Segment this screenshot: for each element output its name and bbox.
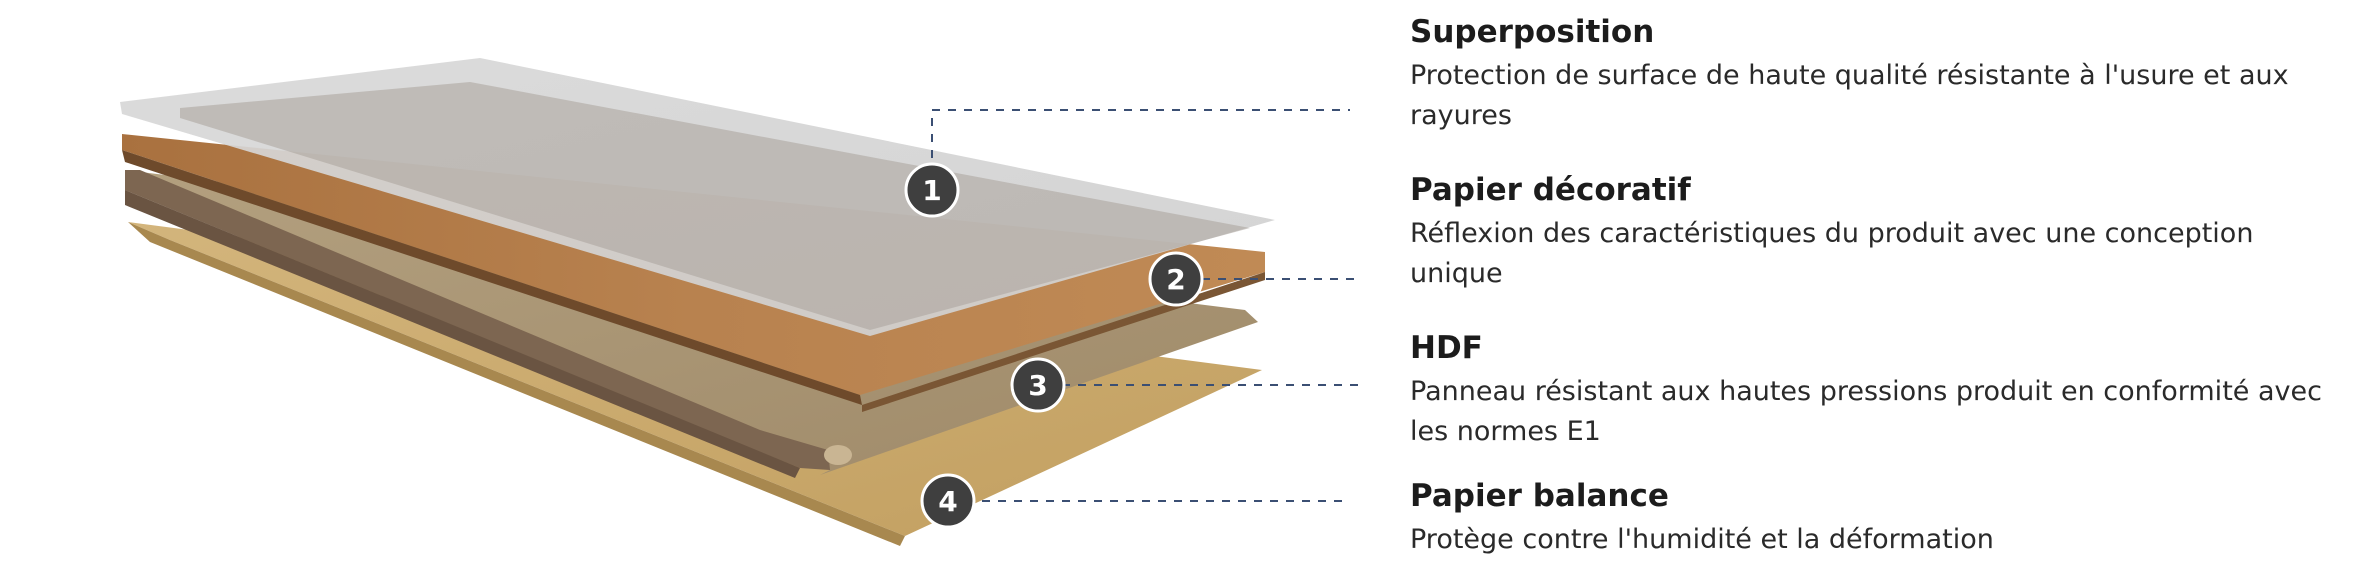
badge-number: 1 xyxy=(922,174,941,207)
layer-description-superposition: Superposition Protection de surface de h… xyxy=(1410,12,2340,136)
layer-description-decorative-paper: Papier décoratif Réflexion des caractéri… xyxy=(1410,170,2340,294)
badge-number: 4 xyxy=(938,485,957,518)
layer-description-text: Protection de surface de haute qualité r… xyxy=(1410,56,2340,136)
layer-title: Papier décoratif xyxy=(1410,170,2340,210)
layer-title: Superposition xyxy=(1410,12,2340,52)
badge-2: 2 xyxy=(1150,253,1202,305)
badge-4: 4 xyxy=(922,475,974,527)
layer-description-balance-paper: Papier balance Protège contre l'humidité… xyxy=(1410,476,2340,560)
layer-title: HDF xyxy=(1410,328,2340,368)
layer-description-text: Réflexion des caractéristiques du produi… xyxy=(1410,214,2340,294)
layer-description-text: Panneau résistant aux hautes pressions p… xyxy=(1410,372,2340,452)
badge-number: 2 xyxy=(1166,263,1185,296)
layer-description-text: Protège contre l'humidité et la déformat… xyxy=(1410,520,2340,560)
badge-number: 3 xyxy=(1028,369,1047,402)
badge-1: 1 xyxy=(906,164,958,216)
layer-description-hdf: HDF Panneau résistant aux hautes pressio… xyxy=(1410,328,2340,452)
badge-3: 3 xyxy=(1012,359,1064,411)
layer-title: Papier balance xyxy=(1410,476,2340,516)
